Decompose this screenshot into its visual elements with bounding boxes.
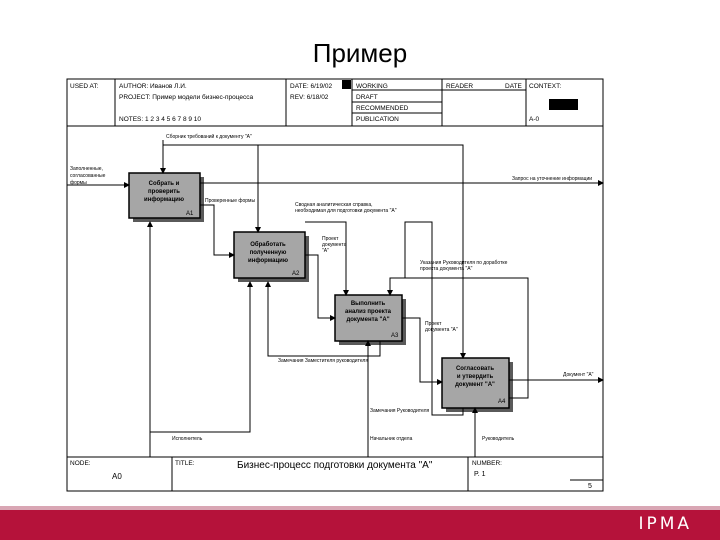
label-remarks-head: Замечания Руководителя — [370, 408, 429, 414]
context-thumbnail — [549, 99, 578, 110]
arrows — [67, 140, 604, 457]
activity-a2-label-1: Обработать — [250, 241, 286, 248]
activity-a1-label-2: проверить — [148, 189, 180, 195]
activity-a2-label-3: информацию — [248, 257, 288, 264]
activity-a3-label-3: документа "А" — [346, 317, 389, 323]
label-input-forms-2: согласованные — [70, 173, 106, 179]
header-working: WORKING — [356, 83, 388, 90]
header-grid — [67, 79, 603, 127]
label-final-doc: Документ "А" — [563, 372, 594, 378]
header-recommended: RECOMMENDED — [356, 105, 409, 112]
activity-a3-label-2: анализ проекта — [345, 309, 392, 315]
label-executor: Исполнитель — [172, 436, 203, 442]
label-control-top: Сборник требований к документу "А" — [166, 133, 252, 140]
footer-title-value: Бизнес-процесс подготовки документа "А" — [237, 460, 433, 471]
arrow-a3-a4 — [402, 317, 443, 385]
arrow-remarks-loop — [265, 281, 381, 357]
header-used-at: USED AT: — [70, 83, 99, 90]
label-doc-draft2-2: документа "А" — [425, 327, 458, 333]
arrow-a2-a3 — [305, 254, 336, 321]
footer-number-label: NUMBER: — [472, 460, 502, 467]
activity-a4[interactable]: Согласовать и утвердить документ "А" A4 — [441, 357, 513, 412]
activity-a3-label-1: Выполнить — [351, 301, 386, 307]
header-draft: DRAFT — [356, 94, 378, 101]
footer-stripe — [0, 506, 720, 510]
arrow-checked-forms — [200, 204, 235, 258]
arrow-analysis-results — [305, 221, 349, 296]
label-checked-forms: Проверенные формы — [205, 198, 255, 204]
label-remarks-director: Замечания Заместителя руководителя — [278, 358, 368, 364]
activity-a4-label-2: и утвердить — [457, 374, 494, 380]
label-doc-draft2-1: Проект — [425, 321, 442, 327]
label-analysis-1: Сводная аналитическая справка, — [295, 202, 373, 208]
footer-node-value: A0 — [112, 472, 122, 481]
activity-a4-id: A4 — [498, 399, 506, 405]
label-input-forms-1: Заполненные, — [70, 166, 103, 172]
header-publication: PUBLICATION — [356, 116, 399, 123]
label-dept-head: Начальник отдела — [370, 436, 413, 442]
label-manager-instr-1: Указания Руководителя по доработке — [420, 260, 508, 266]
footer-bar — [0, 510, 720, 540]
header-notes: NOTES: 1 2 3 4 5 6 7 8 9 10 — [119, 116, 201, 123]
footer-grid — [67, 456, 603, 491]
activity-a4-label-1: Согласовать — [456, 366, 494, 372]
header-author: AUTHOR: Иванов Л.И. — [119, 83, 187, 90]
header-project: PROJECT: Пример модели бизнес-процесса — [119, 93, 253, 101]
activity-a1-id: A1 — [186, 211, 194, 217]
activity-a1[interactable]: Собрать и проверить информацию A1 — [128, 172, 204, 222]
activity-a1-label-1: Собрать и — [149, 180, 180, 187]
label-output-request: Запрос на уточнение информации — [512, 176, 592, 182]
arrow-remarks-director — [404, 221, 464, 416]
activity-a2[interactable]: Обработать полученную информацию A2 — [233, 231, 309, 282]
label-draft-doc-2: документа — [322, 242, 347, 248]
arrow-mech-executor-a2 — [150, 281, 253, 433]
activity-a2-id: A2 — [292, 271, 300, 277]
diagram-frame — [66, 78, 604, 492]
arrow-manager-instructions — [387, 277, 529, 399]
header-node-ref: A-0 — [529, 116, 540, 123]
footer-node-label: NODE: — [70, 460, 91, 467]
footer-number-value: P. 1 — [474, 471, 486, 478]
label-manager-instr-2: проекта документа "А" — [420, 266, 473, 272]
activity-a3[interactable]: Выполнить анализ проекта документа "А" A… — [334, 294, 406, 345]
label-director: Руководитель — [482, 436, 515, 442]
activity-a4-label-3: документ "А" — [455, 382, 495, 388]
arrow-control-branch — [163, 144, 466, 359]
label-analysis-2: необходимая для подготовки документа "А" — [295, 208, 397, 214]
header-rev: REV: 6/18/02 — [290, 94, 329, 101]
activity-a2-label-2: полученную — [250, 250, 287, 256]
header-date2: DATE — [505, 83, 523, 90]
header-reader: READER — [446, 83, 473, 90]
header-date: DATE: 6/19/02 — [290, 83, 333, 90]
label-draft-doc-3: "А" — [322, 248, 329, 254]
header-context: CONTEXT: — [529, 83, 561, 90]
activity-a1-label-3: информацию — [144, 196, 184, 203]
ipma-logo: IPMA — [638, 514, 692, 534]
label-draft-doc-1: Проект — [322, 236, 339, 242]
label-input-forms-3: формы — [70, 180, 87, 186]
activity-a3-id: A3 — [391, 333, 399, 339]
slide-title: Пример — [312, 38, 408, 68]
footer-title-label: TITLE: — [175, 460, 195, 467]
footer-corner-number: 5 — [588, 483, 592, 490]
